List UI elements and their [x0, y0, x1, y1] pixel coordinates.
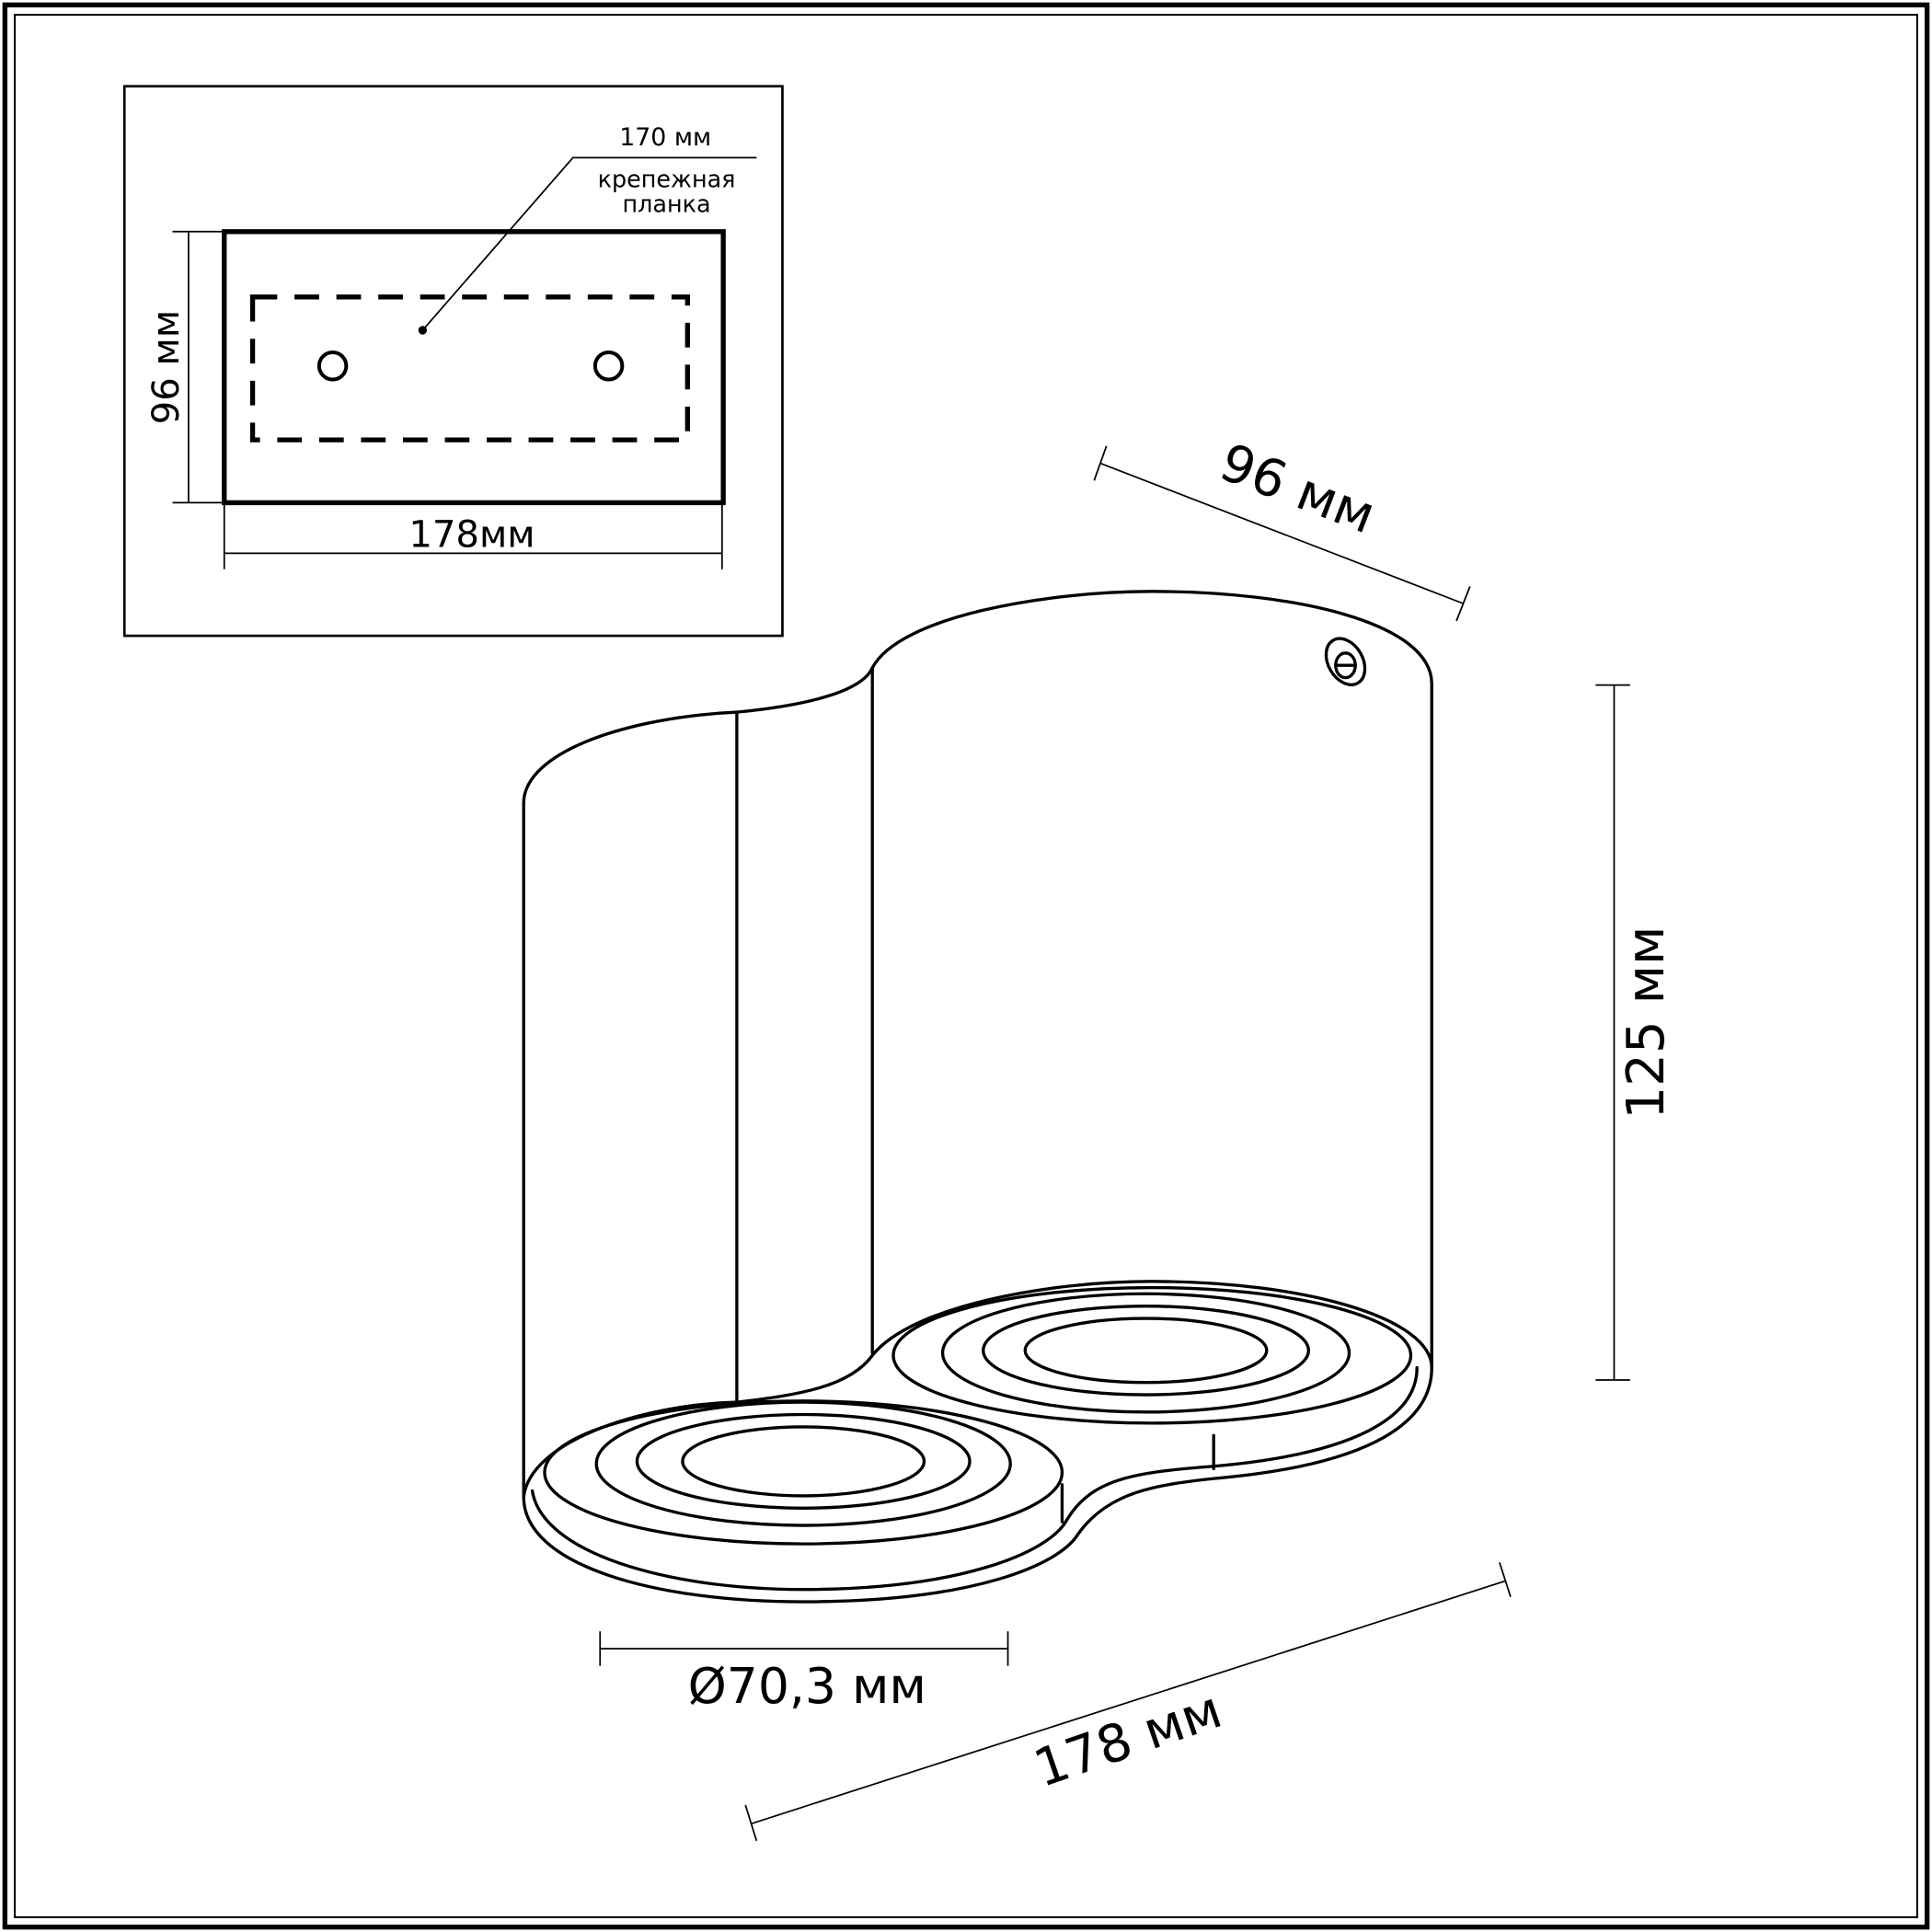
base-plate [222, 229, 726, 506]
lamp-body [522, 590, 1433, 1604]
leader-line [421, 156, 757, 331]
bracket-length-label: 170 мм [619, 123, 711, 152]
lens-right-inner [1023, 1317, 1269, 1385]
inner-frame [14, 14, 1918, 1918]
inset-width-label: 178мм [408, 514, 535, 557]
dimension-height: 125 мм [1595, 684, 1676, 1381]
bracket-label-2: планка [623, 190, 711, 217]
lens-right-outer [891, 1285, 1413, 1425]
inset-top-view: 170 мм крепежная планка 96 мм 178мм [122, 85, 784, 638]
svg-text:125 мм: 125 мм [1616, 926, 1676, 1120]
lens-left-inner [681, 1425, 926, 1498]
screw-icon [1324, 637, 1367, 686]
screw-hole-left [316, 351, 349, 382]
inset-height-label: 96 мм [145, 310, 188, 424]
screw-hole-right [592, 351, 625, 382]
dimension-lens-diameter: Ø70,3 мм [599, 1631, 1009, 1715]
mounting-bracket [249, 294, 690, 443]
svg-text:Ø70,3 мм: Ø70,3 мм [688, 1657, 926, 1715]
bracket-label-1: крепежная [598, 166, 736, 193]
